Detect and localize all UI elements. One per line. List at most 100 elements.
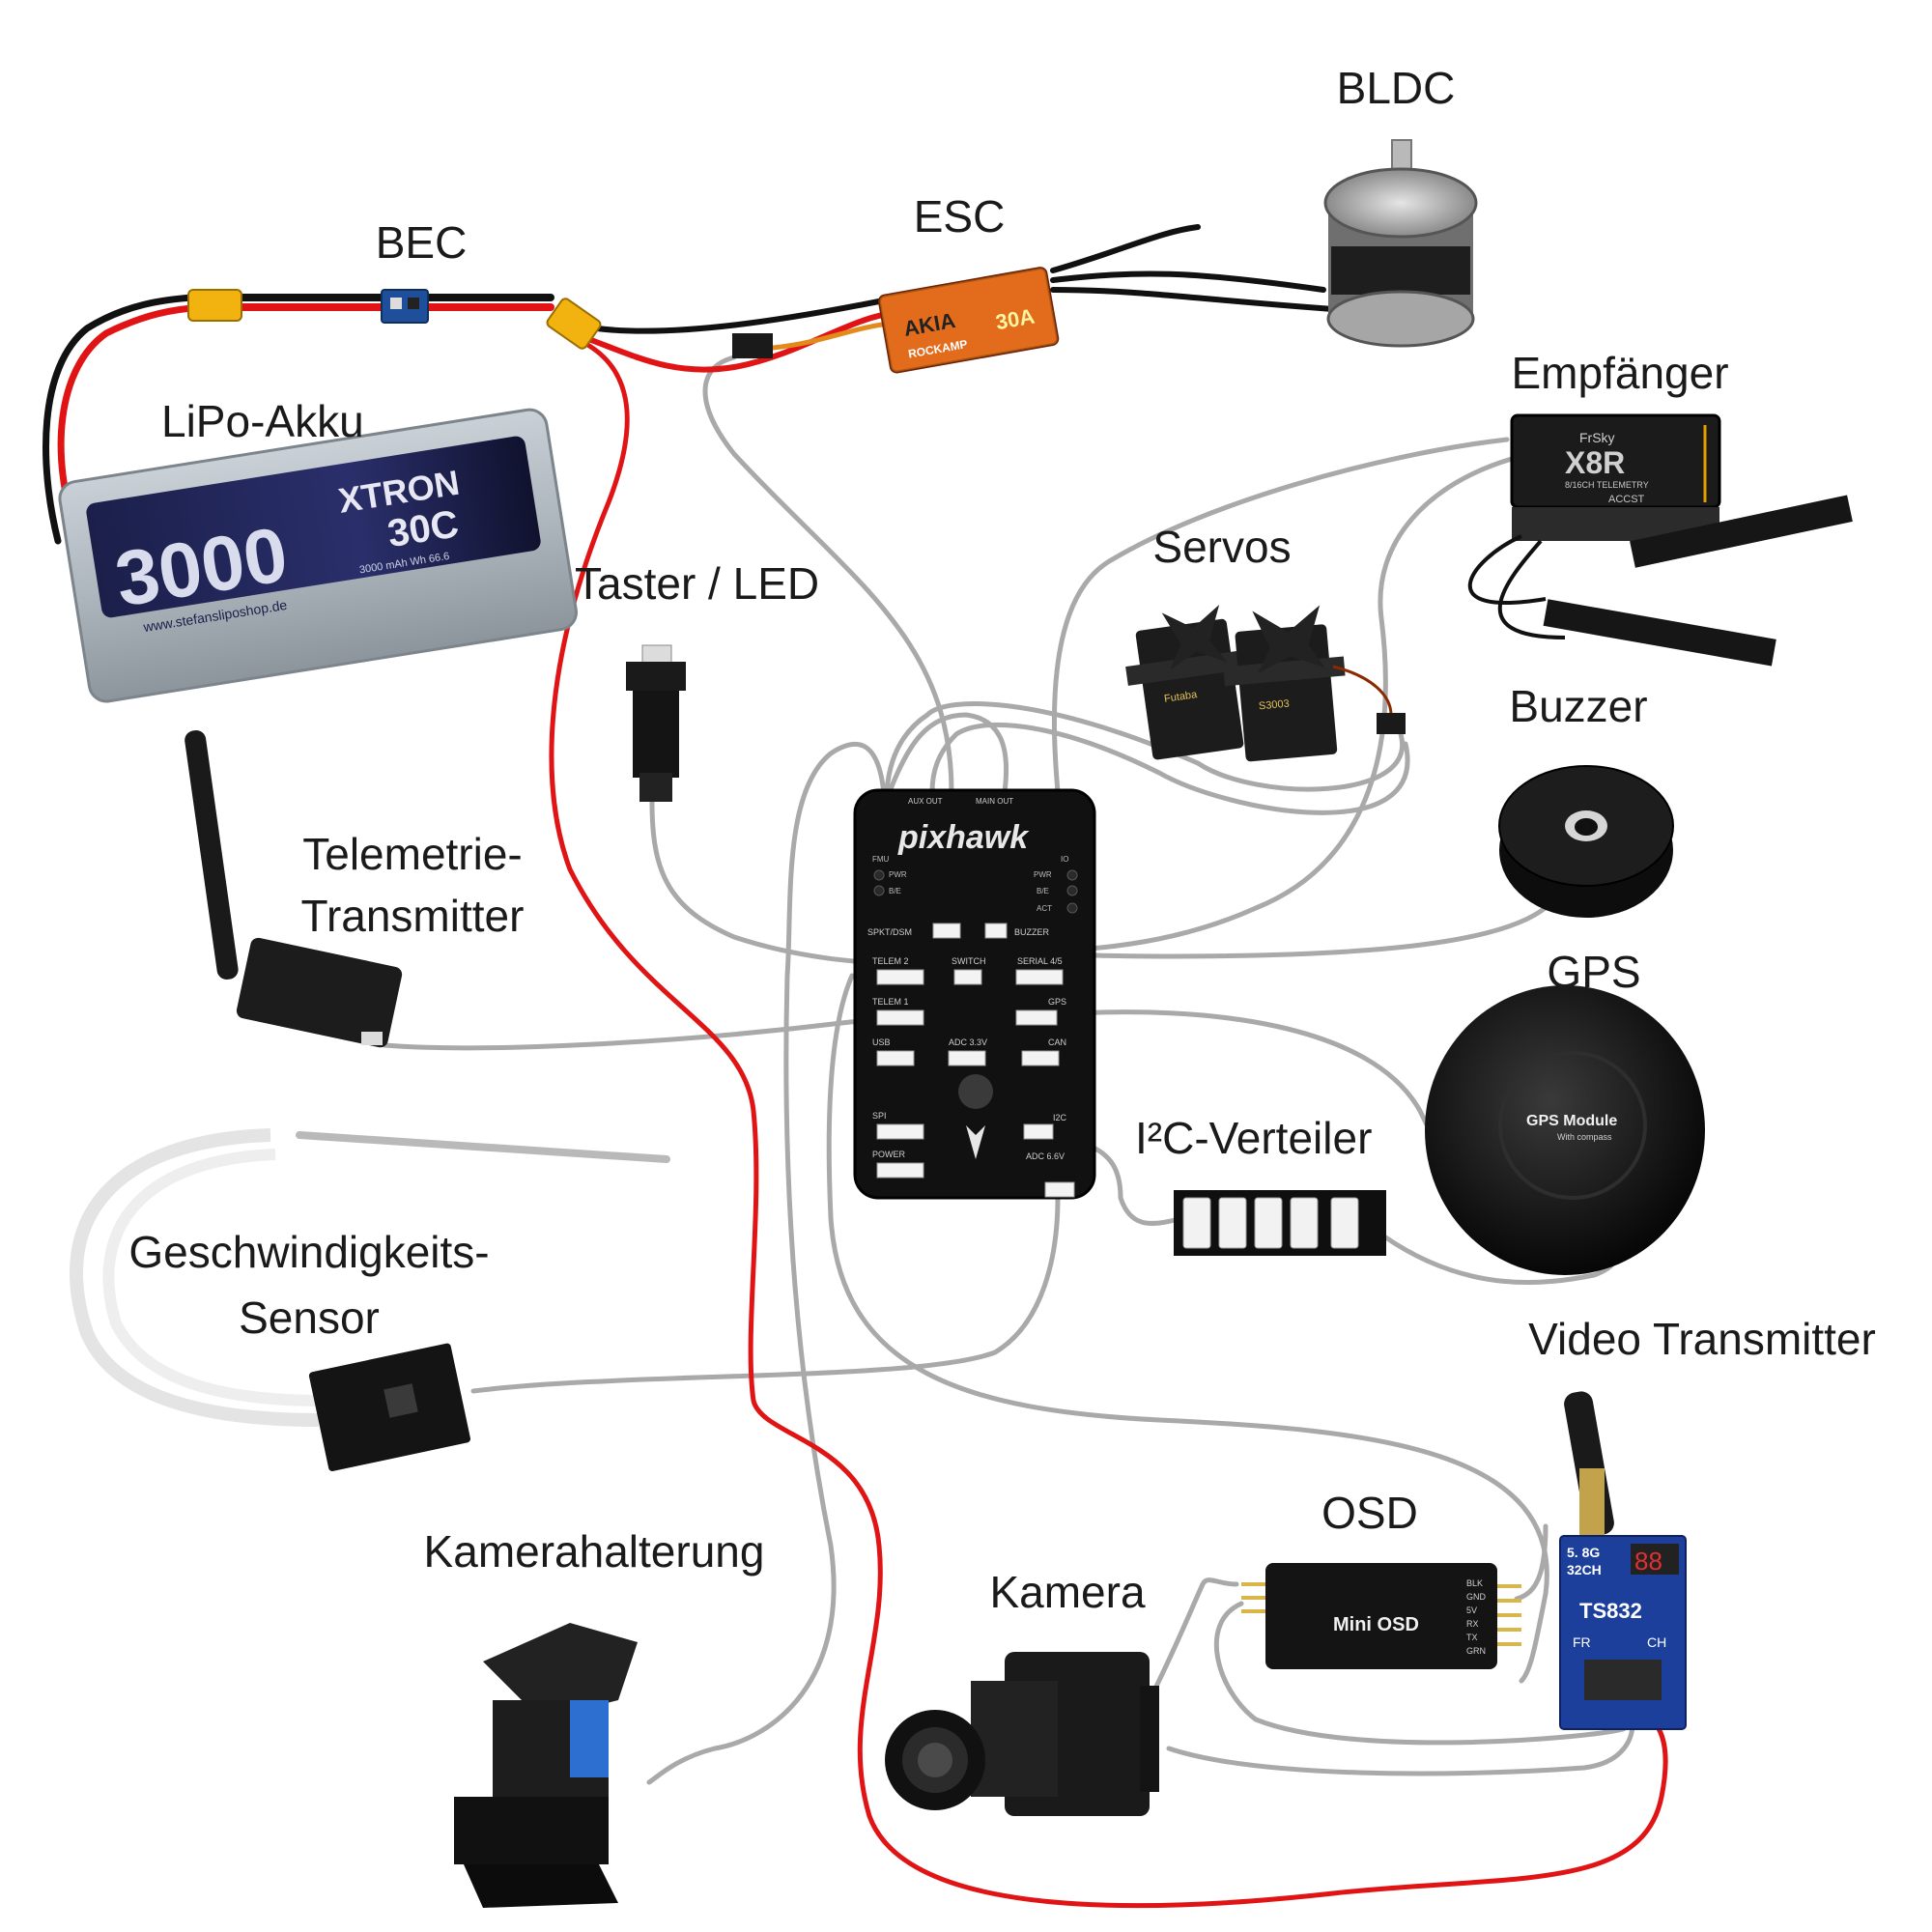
i2c-splitter (1174, 1190, 1386, 1256)
osd-pin-5v: 5V (1466, 1605, 1477, 1615)
wire-esc-motor-1 (1050, 224, 1201, 273)
port-label-power: POWER (872, 1150, 906, 1159)
receiver-sub: 8/16CH TELEMETRY (1565, 480, 1649, 490)
wire-servo-to-main-out-1 (884, 701, 1406, 795)
port-label-telem1: TELEM 1 (872, 997, 909, 1007)
wire-receiver-to-spkt (949, 456, 1515, 959)
port-usb (876, 1050, 915, 1066)
vtx-ch: CH (1647, 1634, 1666, 1650)
port-label-can: CAN (1048, 1037, 1066, 1047)
wire-esc-signal-lead (770, 321, 892, 351)
servo-model: S3003 (1258, 698, 1290, 713)
port-spkt (932, 923, 961, 939)
port-label-adc33: ADC 3.3V (949, 1037, 987, 1047)
lipo-battery: 3000 XTRON 30C 3000 mAh Wh 66.6 www.stef… (58, 408, 578, 703)
video-transmitter: 5. 8G 32CH 88 TS832 FR CH (1559, 1391, 1687, 1730)
pixhawk-fmu: FMU (872, 855, 890, 864)
receiver-x8r: FrSky X8R 8/16CH TELEMETRY ACCST (1467, 413, 1853, 667)
pixhawk-io: IO (1061, 855, 1068, 864)
taster-led (626, 644, 686, 802)
label-kamera: Kamera (989, 1567, 1146, 1617)
pixhawk-aux-out: AUX OUT (908, 797, 943, 806)
port-can (1021, 1050, 1060, 1066)
label-osd: OSD (1321, 1488, 1418, 1538)
label-i2c: I²C-Verteiler (1135, 1113, 1373, 1163)
wire-xt60-esc-red (588, 311, 892, 373)
wire-esc-motor-2 (1050, 270, 1326, 293)
telemetry-transmitter (185, 730, 403, 1048)
vtx-band: 5. 8G (1567, 1545, 1600, 1560)
port-telem2 (876, 969, 924, 985)
osd-pin-grn: GRN (1466, 1646, 1486, 1656)
servo-pair: Futaba S3003 (1125, 605, 1406, 762)
wire-esc-to-main-out (702, 355, 954, 795)
port-serial45 (1015, 969, 1064, 985)
osd-title: Mini OSD (1333, 1614, 1419, 1635)
port-label-gps: GPS (1048, 997, 1066, 1007)
port-gps (1015, 1009, 1058, 1026)
osd-pin-rx: RX (1466, 1619, 1479, 1629)
wire-xt60-esc-black (594, 297, 892, 334)
pixhawk-be-right: B/E (1037, 887, 1049, 895)
port-label-telem2: TELEM 2 (872, 956, 909, 966)
osd-pin-blk: BLK (1466, 1578, 1483, 1588)
bec-module (381, 289, 429, 324)
port-telem1 (876, 1009, 924, 1026)
port-adc66 (1044, 1181, 1075, 1198)
wire-i2c-to-i2c-port (1069, 1137, 1181, 1226)
battery-label (86, 436, 541, 618)
label-servos: Servos (1152, 522, 1292, 572)
port-i2c (1023, 1123, 1054, 1140)
port-switch (953, 969, 982, 985)
wire-osd-right-to-vtx (1514, 1523, 1548, 1602)
pixhawk-main-out: MAIN OUT (976, 797, 1013, 806)
pixhawk-pwr-right: PWR (1034, 870, 1052, 879)
receiver-antenna-2 (1543, 599, 1776, 667)
vtx-channels: 32CH (1567, 1562, 1602, 1577)
xt60-connector-right (546, 298, 602, 350)
esc-module: AKIA 30A ROCKAMP (877, 267, 1060, 374)
label-esc: ESC (913, 191, 1006, 242)
signal-wires (382, 355, 1645, 1785)
pixhawk-act: ACT (1037, 904, 1052, 913)
vtx-display: 88 (1634, 1547, 1662, 1576)
pixhawk-be-left: B/E (889, 887, 901, 895)
receiver-accst: ACCST (1608, 494, 1645, 505)
pixhawk-arrow (966, 1125, 985, 1159)
esc-servo-plug (732, 333, 773, 358)
port-label-adc66: ADC 6.6V (1026, 1151, 1065, 1161)
pixhawk-pwr-left: PWR (889, 870, 907, 879)
osd-pin-tx: TX (1466, 1633, 1478, 1642)
receiver-model: X8R (1565, 445, 1625, 480)
wire-red-power-to-vtx (549, 340, 1668, 1909)
osd-pin-gnd: GND (1466, 1592, 1487, 1602)
receiver-brand: FrSky (1579, 430, 1615, 445)
xt60-connector-left (187, 289, 242, 322)
fpv-camera (885, 1652, 1159, 1816)
wire-receiver-to-rcin (1051, 437, 1510, 795)
label-telemetrie-1: Telemetrie- (302, 829, 523, 879)
pixhawk-flight-controller: AUX OUT MAIN OUT pixhawk FMU PWR B/E IO … (853, 788, 1096, 1200)
wire-vtx-to-osd-lower (1166, 1721, 1635, 1776)
label-bldc: BLDC (1336, 63, 1456, 113)
port-label-serial45: SERIAL 4/5 (1017, 956, 1063, 966)
wire-aux-out-loop (886, 712, 1009, 797)
label-geschw-1: Geschwindigkeits- (128, 1227, 490, 1277)
wire-battery-negative (43, 294, 197, 545)
port-label-spi: SPI (872, 1111, 887, 1121)
port-label-switch: SWITCH (952, 956, 986, 966)
vtx-fr: FR (1573, 1634, 1591, 1650)
wire-battery-positive (57, 303, 207, 540)
gps-module: GPS Module With compass (1425, 985, 1705, 1275)
receiver-antenna-1 (1630, 495, 1853, 568)
bldc-motor (1323, 139, 1478, 348)
camera-gimbal (454, 1623, 638, 1908)
pixhawk-brand: pixhawk (897, 819, 1030, 856)
gps-sub: With compass (1557, 1132, 1612, 1142)
port-label-spkt: SPKT/DSM (867, 927, 912, 937)
label-video: Video Transmitter (1528, 1314, 1876, 1364)
vtx-model: TS832 (1579, 1599, 1642, 1623)
port-label-usb: USB (872, 1037, 891, 1047)
